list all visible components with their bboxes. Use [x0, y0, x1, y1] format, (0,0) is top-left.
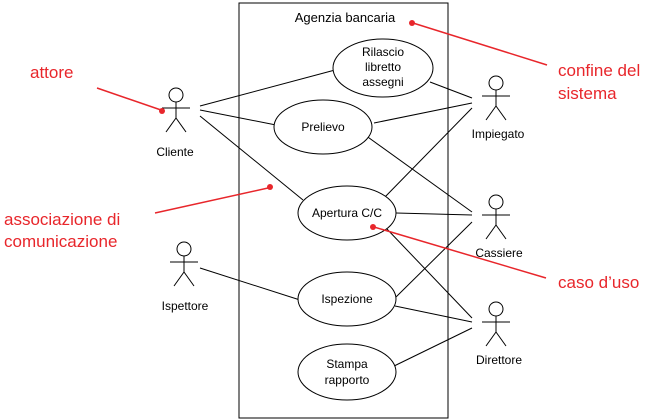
- assoc-cliente-apertura: [199, 115, 304, 201]
- use-case-apertura-cc[interactable]: Apertura C/C: [297, 185, 397, 241]
- system-title: Agenzia bancaria: [295, 10, 396, 25]
- annotation-text: associazione di: [4, 210, 120, 229]
- stick-figure-icon: [482, 75, 510, 121]
- use-case-label-line: libretto: [365, 60, 401, 74]
- annotation-text: attore: [30, 63, 73, 82]
- annotation-text: sistema: [558, 84, 617, 103]
- use-case-rilascio-libretto-assegni[interactable]: Rilascio libretto assegni: [332, 38, 434, 98]
- annotation-caso-uso: caso d’uso: [370, 224, 639, 292]
- actor-label: Direttore: [476, 353, 522, 367]
- use-case-ispezione[interactable]: Ispezione: [297, 271, 397, 327]
- assoc-apertura-cassiere: [395, 212, 473, 216]
- assoc-ispettore-ispezione: [199, 267, 301, 301]
- annotation-pointer: [412, 22, 548, 66]
- assoc-prelievo-impiegato: [373, 102, 473, 124]
- assoc-ispezione-direttore: [394, 305, 473, 323]
- annotation-pointer: [373, 226, 547, 279]
- use-case-stampa-rapporto[interactable]: Stampa rapporto: [297, 343, 397, 401]
- assoc-prelievo-cassiere: [364, 134, 473, 213]
- assoc-apertura-impiegato: [382, 107, 473, 200]
- annotation-attore: attore: [30, 63, 165, 114]
- annotation-text: confine del: [558, 61, 640, 80]
- actor-direttore[interactable]: Direttore: [476, 301, 522, 367]
- annotation-dot: [267, 184, 273, 190]
- use-case-label-line: Apertura C/C: [312, 206, 382, 220]
- assoc-cliente-prelievo: [199, 109, 277, 126]
- annotation-associazione: associazione di comunicazione: [4, 184, 273, 251]
- actor-label: Ispettore: [162, 299, 209, 313]
- use-case-label-line: Ispezione: [321, 292, 373, 306]
- stick-figure-icon: [482, 301, 510, 347]
- assoc-rilascio-impiegato: [429, 81, 473, 99]
- use-case-label-line: rapporto: [325, 373, 370, 387]
- actor-label: Cliente: [156, 145, 194, 159]
- annotation-dot: [159, 108, 165, 114]
- actor-ispettore[interactable]: Ispettore: [162, 241, 209, 313]
- stick-figure-icon: [162, 87, 190, 133]
- actor-label: Cassiere: [475, 246, 523, 260]
- associations: [199, 69, 473, 369]
- system-boundary: [238, 2, 449, 419]
- annotation-pointer: [154, 187, 269, 214]
- actor-cliente[interactable]: Cliente: [156, 87, 194, 159]
- use-case-label-line: Rilascio: [362, 45, 404, 59]
- actor-label: Impiegato: [472, 127, 525, 141]
- use-case-label-line: Prelievo: [301, 120, 345, 134]
- annotation-dot: [409, 20, 415, 26]
- actor-cassiere[interactable]: Cassiere: [475, 194, 523, 260]
- use-case-prelievo[interactable]: Prelievo: [273, 99, 373, 155]
- actor-impiegato[interactable]: Impiegato: [472, 75, 525, 141]
- stick-figure-icon: [482, 194, 510, 240]
- annotation-pointer: [96, 87, 162, 111]
- assoc-stampa-direttore: [389, 327, 473, 369]
- use-case-label-line: assegni: [362, 75, 403, 89]
- annotation-text: caso d’uso: [558, 273, 639, 292]
- use-case-label-line: Stampa: [326, 357, 368, 371]
- annotation-text: comunicazione: [4, 232, 117, 251]
- assoc-apertura-direttore: [385, 227, 473, 319]
- assoc-ispezione-cassiere: [395, 221, 473, 298]
- annotation-confine: confine del sistema: [409, 20, 640, 103]
- stick-figure-icon: [170, 241, 198, 287]
- assoc-cliente-rilascio: [199, 69, 336, 107]
- annotation-dot: [370, 224, 376, 230]
